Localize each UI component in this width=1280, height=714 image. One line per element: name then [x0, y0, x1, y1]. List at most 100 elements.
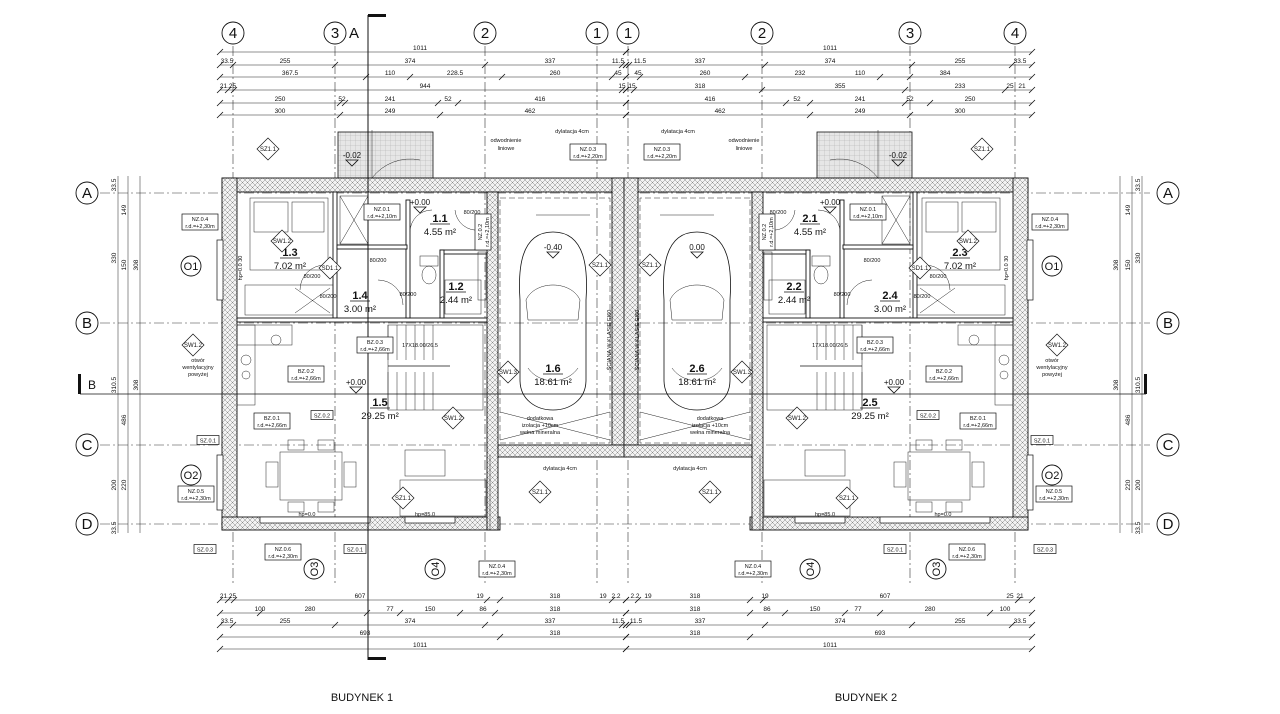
diamond-marker-icon	[588, 253, 612, 277]
door-size-label: 80/200	[834, 292, 851, 298]
dimension-bottom-b2-value: 11.5	[630, 618, 643, 625]
grid-axis-label: A	[82, 185, 92, 202]
element-tag-text: r.d.=+2,20m	[573, 154, 603, 160]
dimension-bottom-b1-value: 21.25	[220, 593, 237, 600]
element-tag-text: NZ.0.2	[762, 224, 768, 241]
elevation-triangle-icon	[887, 386, 901, 394]
dimension-bottom-b1-value: 33.5	[221, 618, 234, 625]
element-tag-text: BZ.0.1	[264, 416, 280, 422]
grid-axis-label-circle	[1003, 21, 1027, 45]
dimension-top-b1-value: 367.5	[282, 70, 299, 77]
annotation-note: izolacja +10cm	[692, 423, 729, 429]
dimension-tick	[1028, 645, 1036, 653]
room-area: 29.25 m²	[361, 411, 399, 422]
section-a-marker-bottom	[368, 657, 386, 660]
dimension-top-b2-value: 232	[795, 70, 806, 77]
dimension-top-b1-value: 260	[550, 70, 561, 77]
elevation-marker: +0.00	[884, 378, 905, 387]
dimension-tick	[841, 609, 849, 617]
dimension-top-b1-value: 15	[618, 83, 626, 90]
element-tag: NZ.0.4r.d.=+2,30m	[734, 560, 772, 578]
dimension-bottom-b1-value: 11.5	[612, 618, 625, 625]
dimension-tick	[782, 99, 790, 107]
dimension-tick	[1028, 621, 1036, 629]
room-number: 2.6	[689, 363, 704, 375]
dimension-top-b2-value: 15	[628, 83, 636, 90]
grid-axis-label: 4	[229, 25, 237, 42]
dimension-top-b2-value: 384	[940, 70, 951, 77]
dimension-top-b1-value: 52	[338, 96, 346, 103]
dimension-tick	[363, 609, 371, 617]
annotation-note: hp=0.0	[299, 512, 316, 518]
elevation-marker: 0.00	[689, 243, 705, 252]
building-1-title: BUDYNEK 1	[331, 692, 393, 704]
dimension-top-b1-value: 228.5	[447, 70, 464, 77]
diamond-marker-label: SZ1.1	[532, 490, 549, 496]
elevation-marker: -0.40	[544, 243, 563, 252]
annotation-note: dylatacja 4cm	[673, 466, 707, 472]
dimension-right-value: 150	[1125, 259, 1132, 270]
annotation-note: liniowe	[736, 146, 753, 152]
dimension-tick	[622, 48, 630, 56]
diamond-marker-icon	[496, 360, 520, 384]
dimension-tick	[806, 111, 814, 119]
dimension-left-value: 308	[133, 379, 140, 390]
diamond-marker-icon	[270, 229, 294, 253]
element-tag-text: SZ.0.3	[197, 548, 213, 554]
grid-axis-label: 4	[1011, 25, 1019, 42]
dimension-right-value: 486	[1125, 414, 1132, 425]
annotation-note: hp=0.0 30	[238, 256, 244, 281]
dimension-top-b2-value: 249	[855, 108, 866, 115]
annotation-note: odwodnienie	[729, 138, 760, 144]
diamond-marker-label: SD1.1	[322, 266, 339, 272]
dimension-tick	[434, 99, 442, 107]
dimension-bottom-b2-value: 318	[690, 606, 701, 613]
dimension-bottom-b1-value: 86	[479, 606, 487, 613]
dimension-top-b1-value: 45	[614, 70, 622, 77]
dimension-top-b1-value: 374	[405, 58, 416, 65]
dimension-bottom-b1-value: 280	[305, 606, 316, 613]
dimension-tick	[1001, 86, 1009, 94]
diamond-marker-icon	[256, 137, 280, 161]
dimension-top-b2-value: 355	[835, 83, 846, 90]
dimension-top-b2-value: 52	[906, 96, 914, 103]
dimension-top-b2-value: 318	[695, 83, 706, 90]
dimension-tick	[634, 596, 642, 604]
room-number: 2.3	[952, 247, 967, 259]
dimension-top-b2-value: 337	[695, 58, 706, 65]
element-tag: NZ.0.4r.d.=+2,30m	[478, 560, 516, 578]
dimension-top-b1-value: 33.5	[221, 58, 234, 65]
element-tag-text: r.d.=+2,30m	[185, 224, 215, 230]
dimension-tick	[436, 111, 444, 119]
element-tag-text: r.d.=+2,66m	[860, 347, 890, 353]
grid-axis-label-circle	[1156, 512, 1180, 536]
dimension-tick	[1028, 596, 1036, 604]
diamond-marker-label: SW1.2	[184, 343, 203, 349]
dimension-top-b1-value: 21.25	[220, 83, 237, 90]
element-tag: SZ.0.1	[343, 544, 367, 554]
element-tag-text: SZ.0.1	[1034, 439, 1050, 445]
element-tag-text: r.d.=+2,30m	[1039, 496, 1069, 502]
element-tag-text: SZ.0.2	[920, 414, 936, 420]
grid-axis-label-circle	[221, 21, 245, 45]
dimension-top-b1-value: 944	[420, 83, 431, 90]
element-tag-text: NZ.0.5	[188, 489, 205, 495]
diamond-marker-label: SW1.3	[499, 370, 518, 376]
grid-axis-label-circle	[585, 21, 609, 45]
dimension-bottom-b2-value: 693	[875, 630, 886, 637]
window-axis-circle	[925, 558, 947, 580]
element-tag-text: r.d.=+2,30m	[268, 554, 298, 560]
dimension-tick	[336, 111, 344, 119]
dimension-tick	[746, 596, 754, 604]
dimension-top-b1-value: 337	[545, 58, 556, 65]
element-tag-text: NZ.0.3	[580, 147, 597, 153]
annotation-note: otwór	[191, 358, 205, 364]
grid-axis-label: B	[82, 315, 92, 332]
dimension-right-value: 220	[1125, 479, 1132, 490]
elevation-marker: +0.00	[346, 378, 367, 387]
dimension-top-b1-value: 110	[385, 70, 396, 77]
annotation-note: izolacja +10cm	[522, 423, 559, 429]
dimension-top-b2-value: 260	[700, 70, 711, 77]
element-tag-text: SZ.0.2	[314, 414, 330, 420]
